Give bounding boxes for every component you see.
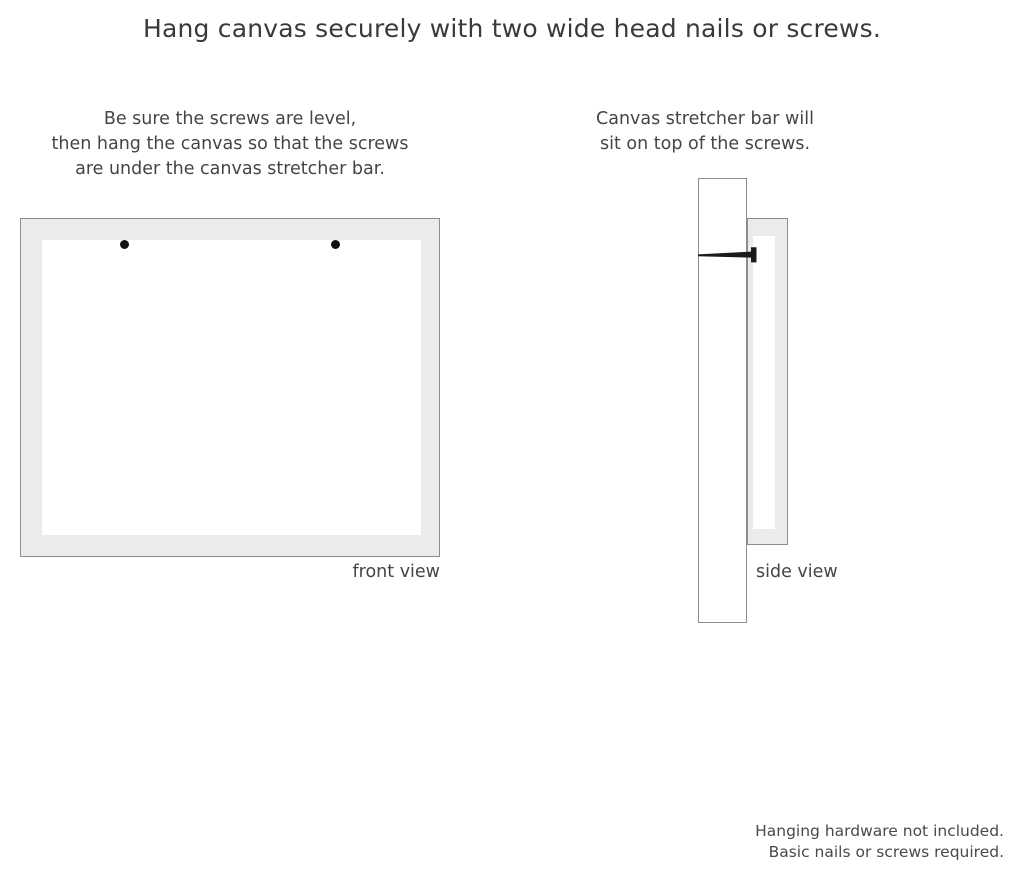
footer-note: Hanging hardware not included. Basic nai… — [755, 821, 1004, 863]
screw-head-left-icon — [120, 240, 129, 249]
side-view-caption: Canvas stretcher bar will sit on top of … — [590, 107, 820, 157]
screw-head-right-icon — [331, 240, 340, 249]
front-view-canvas-frame — [20, 218, 440, 557]
page-title: Hang canvas securely with two wide head … — [142, 14, 882, 43]
side-view-caption-line-1: Canvas stretcher bar will — [596, 109, 814, 129]
side-view-caption-line-2: sit on top of the screws. — [599, 134, 811, 154]
side-view-label: side view — [756, 562, 838, 582]
side-view-stretcher-bar — [698, 178, 747, 623]
front-view-caption-line-3: are under the canvas stretcher bar. — [75, 159, 385, 179]
front-view-caption: Be sure the screws are level, then hang … — [20, 107, 440, 182]
side-view-canvas-body — [747, 218, 788, 545]
nail-icon — [698, 246, 761, 264]
side-view-canvas-inner — [753, 236, 775, 529]
front-view-canvas-face — [42, 240, 421, 535]
front-view-label: front view — [352, 562, 441, 582]
front-view-caption-line-1: Be sure the screws are level, — [103, 109, 357, 129]
front-view-caption-line-2: then hang the canvas so that the screws — [51, 134, 409, 154]
footer-note-line-1: Hanging hardware not included. — [755, 822, 1004, 840]
footer-note-line-2: Basic nails or screws required. — [768, 843, 1004, 861]
